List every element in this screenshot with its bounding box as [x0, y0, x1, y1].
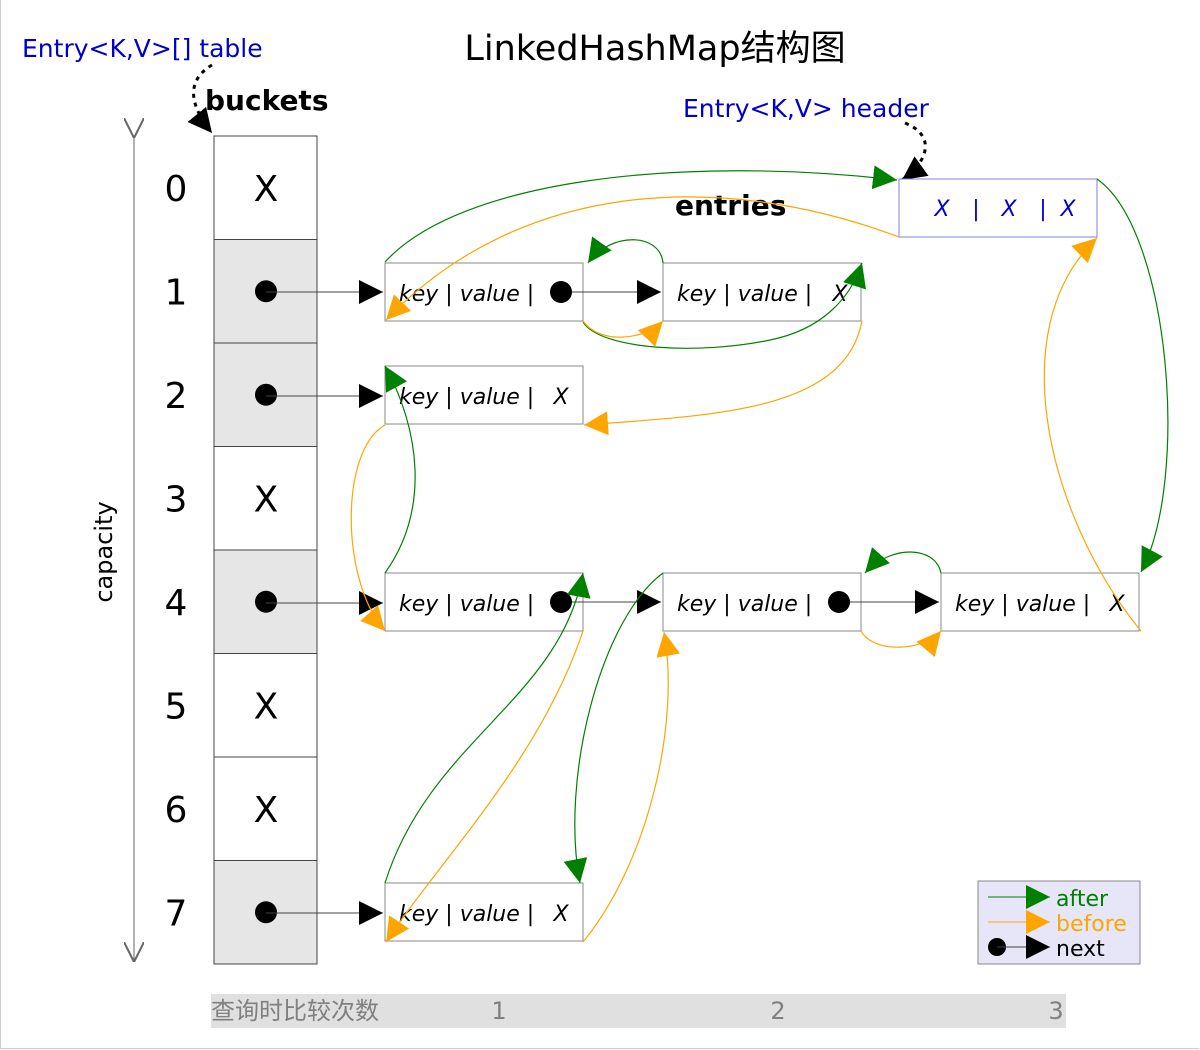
legend: after before next	[977, 880, 1141, 965]
bucket-null-text: X	[254, 790, 279, 831]
comparison-count-2: 2	[770, 997, 785, 1025]
diagram-title: LinkedHashMap结构图	[464, 29, 845, 69]
bucket-2: 2	[165, 342, 318, 447]
bucket-index: 2	[165, 376, 188, 417]
bucket-pointer-dot	[255, 901, 277, 924]
after-arrow	[864, 547, 942, 574]
bucket-4: 4	[165, 549, 318, 654]
bucket-index: 3	[165, 479, 188, 520]
before-arrow	[582, 631, 681, 943]
after-arrow	[563, 572, 664, 884]
buckets-label: buckets	[205, 84, 328, 117]
before-arrow	[385, 630, 584, 943]
before-links	[350, 196, 1142, 943]
entry-null-next: X	[1108, 592, 1125, 617]
before-arrow	[860, 630, 942, 658]
after-arrow	[384, 572, 591, 884]
after-links	[384, 165, 1169, 884]
legend-before-label: before	[1056, 912, 1127, 937]
before-arrow	[1043, 237, 1142, 632]
bucket-index: 0	[165, 169, 188, 210]
entry-node: key | value |	[384, 572, 584, 632]
after-arrow	[384, 165, 898, 263]
entry-null-next: X	[552, 902, 569, 927]
bucket-index: 7	[165, 893, 188, 934]
bucket-pointer-dot	[255, 383, 277, 406]
header-label: Entry<K,V> header	[683, 94, 930, 123]
bucket-1: 1	[165, 239, 318, 344]
before-arrow	[385, 196, 900, 321]
after-arrow	[582, 262, 866, 349]
before-arrow	[350, 424, 386, 632]
entry-node: key | value | X	[384, 882, 584, 942]
entry-node: key | value | X	[940, 572, 1140, 632]
capacity-label: capacity	[90, 501, 118, 602]
entry-node: key | value |	[384, 262, 584, 322]
bucket-null-text: X	[254, 686, 279, 727]
comparison-count-1: 1	[491, 997, 506, 1025]
bucket-cell	[213, 446, 318, 551]
entry-null-next: X	[552, 385, 569, 410]
header-node-before: X	[933, 197, 950, 222]
header-node	[898, 178, 1098, 238]
comparison-label: 查询时比较次数	[211, 997, 379, 1025]
table-label: Entry<K,V>[] table	[22, 34, 263, 63]
entry-key-value-text: key | value |	[399, 282, 534, 307]
header-node-value: X	[1000, 197, 1017, 222]
comparison-count-3: 3	[1048, 997, 1063, 1025]
entry-key-value-text: key | value |	[399, 592, 534, 617]
header-node-separator: |	[1039, 197, 1046, 222]
entry-key-value-text: key | value |	[677, 592, 812, 617]
legend-next-label: next	[1056, 937, 1105, 962]
bucket-pointer-dot	[255, 280, 277, 303]
entry-key-value-text: key | value |	[677, 282, 812, 307]
next-pointer-dot	[550, 281, 572, 303]
bucket-index: 5	[165, 686, 188, 727]
bucket-null-text: X	[254, 169, 279, 210]
entry-node: key | value | X	[662, 262, 862, 322]
next-pointer-dot	[828, 591, 850, 613]
entry-node: key | value | X	[384, 365, 584, 425]
bucket-index: 1	[165, 272, 188, 313]
bucket-cell	[213, 756, 318, 861]
bucket-pointer-dot	[255, 590, 277, 613]
after-arrow	[587, 236, 664, 264]
header-node-after: X	[1059, 197, 1076, 222]
bucket-index: 6	[165, 790, 188, 831]
entry-node: key | value |	[662, 572, 862, 632]
after-arrow	[1096, 178, 1169, 573]
entry-key-value-text: key | value |	[955, 592, 1090, 617]
before-arrow	[583, 320, 863, 436]
bucket-cell	[213, 135, 318, 240]
header-pointer-arrow	[901, 121, 929, 182]
comparison-bar	[211, 994, 1066, 1028]
entries-label: entries	[675, 189, 786, 222]
bucket-7: 7	[165, 860, 318, 965]
after-arrow	[384, 365, 416, 574]
bucket-null-text: X	[254, 479, 279, 520]
before-arrow	[582, 320, 664, 347]
bucket-index: 4	[165, 583, 188, 624]
entry-key-value-text: key | value |	[399, 902, 534, 927]
entry-key-value-text: key | value |	[399, 385, 534, 410]
legend-after-label: after	[1056, 887, 1109, 912]
next-pointer-dot	[550, 591, 572, 613]
bucket-cell	[213, 653, 318, 758]
header-node-separator: |	[972, 197, 979, 222]
